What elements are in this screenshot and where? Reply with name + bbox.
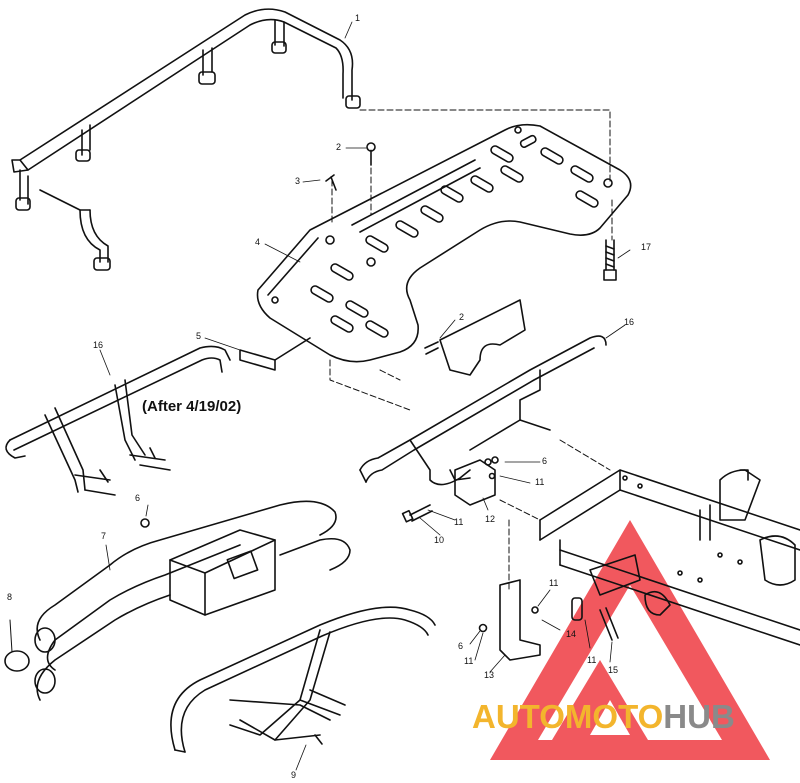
- watermark-auto: AUTO: [472, 698, 565, 735]
- assembly-guide-lines: [329, 109, 613, 591]
- callout-4: 4: [255, 237, 261, 247]
- callout-6-c: 6: [458, 641, 464, 651]
- callout-16-left: 16: [93, 340, 104, 350]
- part-8-cap: [4, 619, 30, 672]
- part-1-rack-tube: [11, 8, 361, 271]
- part-3-bolt: [325, 174, 337, 191]
- watermark-hub: HUB: [663, 698, 735, 735]
- hitch-plates: [589, 554, 671, 616]
- part-12-bracket: [454, 458, 496, 506]
- watermark-moto: MOTO: [564, 698, 664, 735]
- callout-17: 17: [641, 242, 652, 252]
- part-2-mount-bracket: [424, 299, 526, 376]
- watermark-logo: AUTOMOTOHUB: [472, 700, 735, 733]
- callout-10: 10: [434, 535, 445, 545]
- part-2-bolt: [366, 142, 376, 166]
- callout-8: 8: [7, 592, 13, 602]
- leader-lines: [99, 21, 631, 771]
- frame-section: [539, 469, 800, 646]
- watermark-triangle: [490, 520, 770, 760]
- callout-1: 1: [355, 13, 361, 23]
- revision-note: (After 4/19/02): [142, 398, 242, 415]
- callout-11-e: 11: [587, 655, 597, 665]
- callout-5: 5: [196, 331, 202, 341]
- part-16-rail-right: [359, 335, 607, 486]
- callout-6-a: 6: [542, 456, 548, 466]
- part-10-bolt: [401, 504, 433, 523]
- part-9-lower-rail: [170, 606, 436, 753]
- callout-13: 13: [484, 670, 495, 680]
- callout-2-bracket: 2: [459, 312, 465, 322]
- callout-11-b: 11: [454, 517, 464, 527]
- part-15-bolt: [599, 607, 619, 641]
- part-4-cargo-deck: [256, 123, 632, 363]
- nuts: [140, 456, 539, 633]
- part-14-spacer: [571, 597, 583, 621]
- callout-11-c: 11: [549, 578, 559, 588]
- callout-9: 9: [291, 770, 297, 780]
- part-7-bumper: [34, 500, 351, 701]
- callout-7: 7: [101, 531, 107, 541]
- callout-2: 2: [336, 142, 342, 152]
- callout-14: 14: [566, 629, 577, 639]
- callout-11-a: 11: [535, 477, 545, 487]
- callout-12: 12: [485, 514, 496, 524]
- part-5-strip: [239, 337, 311, 371]
- callout-11-d: 11: [464, 656, 474, 666]
- callout-15: 15: [608, 665, 619, 675]
- part-17-bolt: [603, 239, 617, 281]
- callout-16-right: 16: [624, 317, 635, 327]
- callout-6-b: 6: [135, 493, 141, 503]
- part-16-rail-left: [5, 345, 231, 496]
- callout-3: 3: [295, 176, 301, 186]
- part-13-bracket: [499, 579, 541, 661]
